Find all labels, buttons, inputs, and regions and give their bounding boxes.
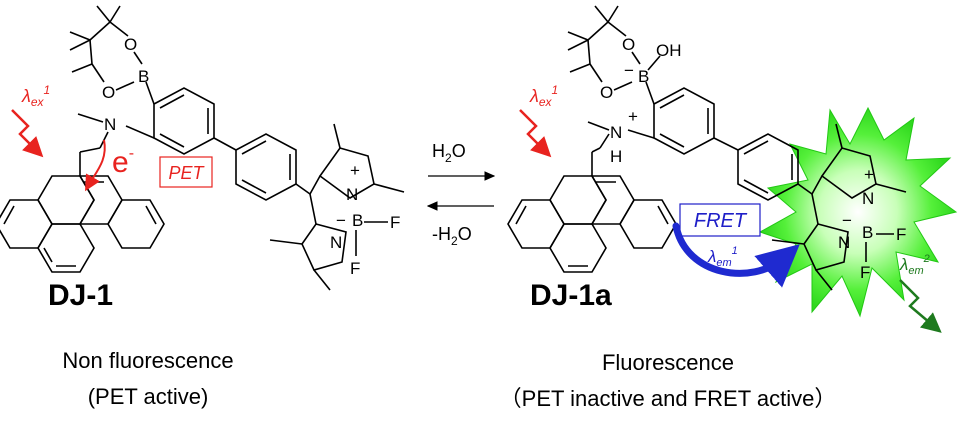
caption-left-line1: Non fluorescence [62, 348, 233, 373]
plus-charge: + [350, 161, 360, 180]
fret-label: FRET [694, 210, 748, 232]
emission-arrow [899, 279, 942, 333]
boron-atom: B [352, 211, 363, 230]
oxygen-atom: O [622, 35, 635, 54]
fluorescence-glow [758, 106, 958, 318]
phenyl-ring-left [125, 87, 237, 155]
lambda-em1-label: λem1 [707, 245, 738, 269]
nitrogen-atom: N [838, 233, 850, 252]
reverse-condition-label: -H2O [432, 224, 472, 248]
fluorine-atom: F [860, 263, 870, 282]
lambda-ex-label-right: λex1 [529, 83, 558, 109]
pinacol-ring-left: O O B [69, 5, 155, 105]
captions: Non fluorescence (PET active) Fluorescen… [62, 348, 836, 411]
phenyl-ring-right [627, 87, 739, 155]
molecule-dj1a: O O B − OH N + H [507, 5, 958, 333]
hydroxyl-group: OH [656, 41, 682, 60]
electron-transfer-arrow [85, 139, 106, 192]
lambda-em2-label: λem2 [899, 253, 930, 277]
pet-label: PET [168, 163, 205, 183]
plus-charge: + [628, 107, 638, 126]
compound-label-dj1a: DJ-1a [530, 279, 612, 312]
nitrogen-atom: N [346, 185, 358, 204]
fret-box [679, 203, 761, 237]
pinacol-ring-right: O O B − OH [567, 5, 682, 105]
fret-transfer-arrow [672, 222, 800, 288]
anthracene-left [0, 175, 165, 273]
oxygen-atom: O [124, 35, 137, 54]
anthracene-right [507, 175, 677, 273]
amine-left: N [77, 113, 116, 176]
electron-label: e- [112, 145, 134, 179]
boron-atom: B [862, 223, 873, 242]
pet-box [159, 156, 213, 188]
boron-atom: B [638, 67, 649, 86]
plus-charge: + [864, 165, 874, 184]
lambda-ex-label-left: λex1 [21, 83, 50, 109]
minus-charge: − [842, 211, 852, 230]
fluorine-atom: F [896, 225, 906, 244]
biphenyl-ring-left [235, 133, 311, 201]
ammonium-right: N + H [587, 107, 638, 176]
oxygen-atom: O [102, 83, 115, 102]
bodipy-core-right: N N B + − F F [771, 123, 906, 291]
bodipy-core-left: N N B + − F F [269, 123, 405, 291]
caption-left-line2: (PET active) [88, 384, 209, 409]
reaction-arrows: H2O -H2O [426, 141, 496, 248]
caption-right-line1: Fluorescence [602, 350, 734, 375]
hydrogen-atom: H [610, 147, 622, 166]
excitation-arrow-left [11, 109, 44, 158]
nitrogen-atom: N [610, 123, 622, 142]
forward-condition-label: H2O [432, 141, 466, 165]
oxygen-atom: O [600, 83, 613, 102]
biphenyl-ring-right [737, 133, 813, 201]
caption-right-line2: （PET inactive and FRET active） [500, 386, 837, 411]
nitrogen-atom: N [862, 189, 874, 208]
minus-charge: − [624, 61, 634, 80]
excitation-arrow-right [519, 109, 552, 158]
fluorine-atom: F [350, 259, 360, 278]
minus-charge: − [336, 211, 346, 230]
nitrogen-atom: N [330, 233, 342, 252]
fluorine-atom: F [390, 213, 400, 232]
compound-label-dj1: DJ-1 [48, 279, 113, 312]
nitrogen-atom: N [104, 115, 116, 134]
molecule-dj1: O O B N [0, 5, 405, 312]
boron-atom: B [138, 67, 149, 86]
